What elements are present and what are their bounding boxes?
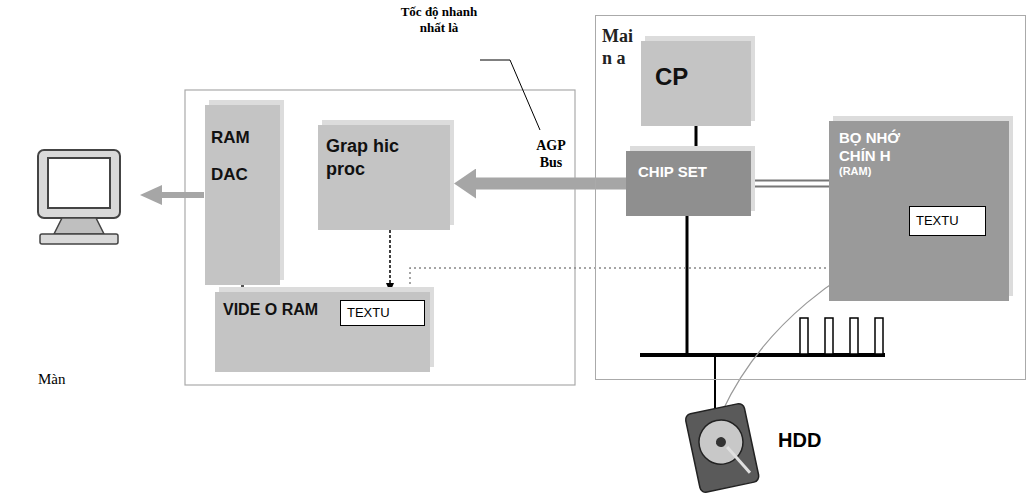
cpu-box: CP bbox=[641, 41, 751, 126]
mainboard-region: Mai n a CP CHIP SET BỌ NHỚ CHÍN H(RAM) TEXTU bbox=[595, 15, 1026, 380]
node-text: TEXTU bbox=[916, 213, 979, 229]
edge-label: AGP Bus bbox=[527, 137, 575, 172]
node-text: BỌ NHỚ CHÍN H bbox=[839, 129, 901, 165]
node-text: CP bbox=[655, 63, 737, 92]
chipset-box: CHIP SET bbox=[626, 151, 751, 216]
graphic-processor-box: Grap hic proc bbox=[318, 125, 450, 230]
node-text: CHIP SET bbox=[638, 163, 739, 182]
node-text: Mai n a bbox=[602, 26, 636, 69]
hdd-label: HDD bbox=[778, 428, 848, 452]
monitor-label: Màn bbox=[38, 370, 98, 388]
bus-line bbox=[241, 285, 244, 292]
node-text: (RAM) bbox=[839, 165, 999, 178]
node-text: Grap hic proc bbox=[326, 135, 442, 180]
monitor-icon bbox=[38, 150, 120, 244]
bus-line bbox=[695, 126, 698, 151]
callout-note: Tốc độ nhanh nhất là bbox=[393, 4, 485, 37]
node-text: VIDE O RAM bbox=[223, 300, 323, 319]
leader-line bbox=[480, 60, 540, 130]
main-memory-box: BỌ NHỚ CHÍN H(RAM) TEXTU bbox=[829, 121, 1009, 301]
video-ram-box: VIDE O RAM TEXTU bbox=[215, 292, 430, 372]
monitor-arrow bbox=[140, 185, 204, 205]
node-text: RAM DAC bbox=[211, 119, 274, 194]
data-flow-arrow bbox=[389, 230, 391, 283]
hdd-icon bbox=[685, 403, 760, 494]
video-card-board bbox=[185, 90, 575, 385]
agp-bus-arrow bbox=[476, 178, 626, 190]
memory-bus-double-line bbox=[751, 181, 829, 187]
ramdac-box: RAM DAC bbox=[205, 105, 280, 285]
texture-box: TEXTU bbox=[909, 206, 986, 236]
node-text: TEXTU bbox=[347, 305, 418, 321]
texture-box: TEXTU bbox=[340, 300, 425, 326]
